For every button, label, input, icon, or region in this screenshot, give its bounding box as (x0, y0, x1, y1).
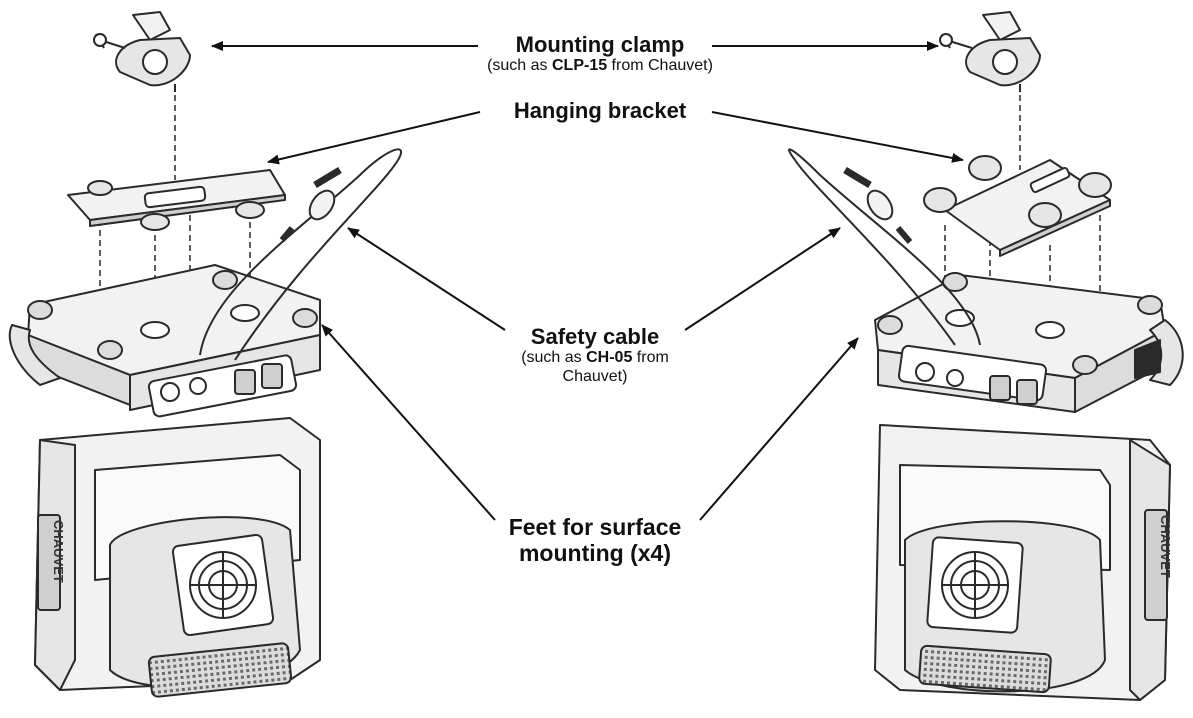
safety-cable-model: CH-05 (586, 349, 633, 367)
safety-cable-subtitle-line2: Chauvet) (562, 367, 628, 385)
hanging-bracket-label: Hanging bracket (480, 98, 720, 123)
feet-title-line2: mounting (x4) (518, 540, 672, 567)
right-brand-text: CHAUVET (1158, 515, 1173, 578)
right-head (904, 520, 1106, 694)
safety-cable-subtitle: (such as CH-05 from (490, 349, 700, 367)
mounting-clamp-sub-prefix: (such as (487, 57, 552, 75)
right-mounting-clamp (939, 11, 1041, 92)
left-brand-text: CHAUVET (51, 520, 66, 583)
right-fixture: CHAUVET (788, 11, 1184, 701)
mounting-clamp-title: Mounting clamp (515, 32, 685, 57)
callout-arrows (211, 41, 964, 521)
right-base (874, 272, 1184, 413)
mounting-clamp-sub-suffix: from Chauvet) (607, 57, 713, 75)
left-safety-cable (199, 148, 403, 361)
arrow-feet-left (321, 324, 496, 521)
safety-cable-sub-suffix: from (632, 349, 669, 367)
safety-cable-label: Safety cable (such as CH-05 from Chauvet… (490, 324, 700, 386)
left-base (8, 264, 321, 418)
safety-cable-sub-prefix: (such as (521, 349, 587, 367)
left-mounting-clamp (93, 11, 191, 92)
mounting-clamp-model: CLP-15 (551, 57, 608, 75)
left-head (109, 516, 301, 698)
hanging-bracket-title: Hanging bracket (513, 98, 687, 123)
left-fixture: CHAUVET (8, 11, 403, 698)
arrow-cable-left (347, 227, 506, 331)
arrow-feet-right (699, 337, 859, 521)
arrow-bracket-right (711, 111, 964, 163)
right-hanging-bracket (923, 155, 1112, 257)
arrow-cable-right (684, 227, 841, 331)
mounting-clamp-label: Mounting clamp (such as CLP-15 from Chau… (470, 32, 730, 76)
safety-cable-title: Safety cable (530, 324, 660, 349)
feet-label: Feet for surface mounting (x4) (470, 514, 720, 567)
left-hanging-bracket (67, 169, 286, 231)
mounting-clamp-subtitle: (such as CLP-15 from Chauvet) (470, 57, 730, 75)
feet-title-line1: Feet for surface (508, 514, 682, 540)
right-safety-cable (788, 148, 981, 346)
arrow-bracket-left (267, 111, 481, 165)
